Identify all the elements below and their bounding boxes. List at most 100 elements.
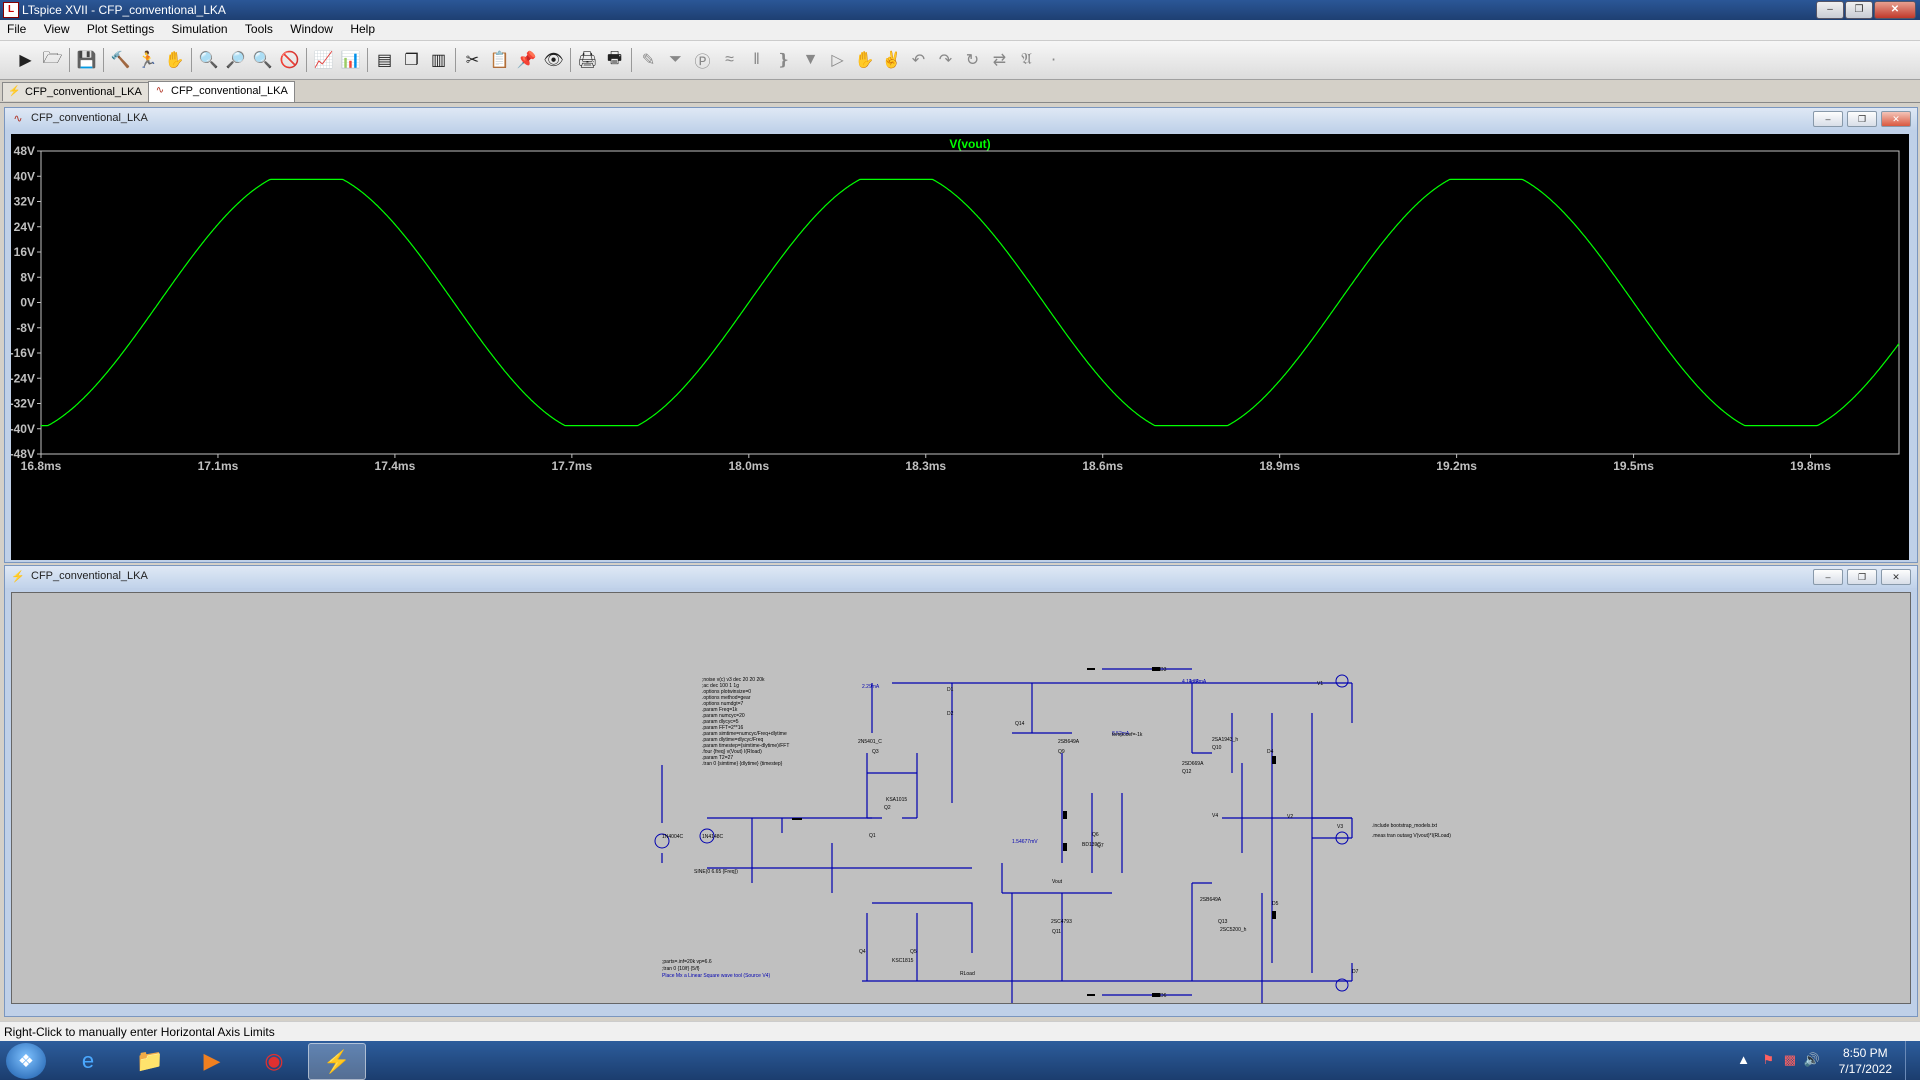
action-center-flag-icon[interactable]: ⚑ [1762,1052,1774,1067]
undo-icon[interactable]: ↶ [911,52,926,69]
maximize-button[interactable]: ❐ [1847,111,1877,127]
component-label: D4 [1267,749,1274,755]
menu-tools[interactable]: Tools [244,22,273,36]
schematic-window-title-bar: ⚡ CFP_conventional_LKA – ❐ ✕ [5,566,1917,588]
text-icon[interactable]: 𝔄 [1021,51,1032,68]
menu-view[interactable]: View [43,22,70,36]
tray-expand-icon[interactable]: ▲ [1737,1052,1750,1067]
copy-icon[interactable]: 📋 [489,52,510,69]
y-tick-label: 16V [14,245,35,259]
voltage-source-v2 [1335,674,1349,688]
x-tick-label: 19.8ms [1790,459,1831,473]
windows-start-icon[interactable]: ❖ [6,1043,46,1079]
y-tick-label: 40V [14,169,35,183]
open-folder-icon[interactable]: 🗁 [42,49,63,67]
ltspice-icon[interactable]: L [3,2,19,18]
diode-icon[interactable]: ▼ [802,51,819,68]
zoom-in-icon[interactable]: 🔍 [198,52,219,69]
taskbar-clock[interactable]: 8:50 PM 7/17/2022 [1839,1045,1892,1077]
chrome-icon[interactable]: ◉ [264,1047,284,1073]
print-icon[interactable]: 🖨 [577,52,598,69]
spice-directive: .param numcyc=20 [702,713,745,719]
ground-icon[interactable]: ⏷ [669,51,682,68]
volume-icon[interactable]: 🔊 [1803,1052,1820,1067]
autorange-icon[interactable]: 📈 [313,52,334,69]
restore-button[interactable]: ❐ [1845,1,1873,19]
clock-time: 8:50 PM [1842,1046,1888,1060]
find-icon[interactable]: 👁 [543,52,564,69]
redo-icon[interactable]: ↷ [938,52,953,69]
component-label: tempcoef=-1k [1112,732,1143,738]
internet-explorer-icon[interactable]: e [81,1047,95,1073]
pan-hand-icon[interactable]: ✋ [164,52,185,69]
zoom-cancel-icon[interactable]: 🚫 [279,52,300,69]
component-label: Q11 [1052,929,1061,935]
tile-horizontal-icon[interactable]: ▤ [376,52,393,69]
input-wire [707,817,872,883]
close-button[interactable]: ✕ [1874,1,1916,19]
show-desktop-button[interactable] [1905,1041,1920,1080]
component-icon[interactable]: ▷ [831,52,844,69]
y-tick-label: -32V [11,397,35,411]
cascade-icon[interactable]: ❐ [404,52,419,69]
paste-icon[interactable]: 📌 [516,52,537,69]
y-tick-label: 0V [20,296,35,310]
tab-schematic[interactable]: ⚡ CFP_conventional_LKA [2,82,149,101]
mirror-icon[interactable]: ⇄ [992,52,1007,69]
component-label: 1N4004C [662,834,684,840]
menu-file[interactable]: File [7,22,27,36]
y-tick-label: -48V [11,447,35,461]
print-setup-icon[interactable]: 🖶 [606,49,623,67]
file-folder-icon[interactable]: 📁 [136,1047,164,1073]
component-label: Q13 [1218,919,1228,925]
tile-vertical-icon[interactable]: ▥ [430,52,447,69]
y-tick-label: 32V [14,195,35,209]
waveform-chart[interactable]: 48V40V32V24V16V8V0V-8V-16V-24V-32V-40V-4… [10,134,1909,560]
fit-icon[interactable]: 📊 [340,52,361,69]
tab-waveform[interactable]: ∿ CFP_conventional_LKA [148,81,295,102]
toolbar-separator [570,48,571,72]
toolbar-separator [306,48,307,72]
save-icon[interactable]: 💾 [76,52,97,69]
ltspice-taskbar-icon[interactable]: ⚡ [308,1043,366,1080]
new-schematic-icon[interactable]: ▶ [19,52,32,69]
menu-window[interactable]: Window [290,22,333,36]
wire-icon[interactable]: ✎ [641,52,656,69]
close-button[interactable]: ✕ [1881,569,1911,585]
control-panel-icon[interactable]: 🔨 [110,52,131,69]
x-tick-label: 17.7ms [552,459,593,473]
component-label: V3 [1337,824,1343,830]
drag-hand-icon[interactable]: ✌ [881,52,902,69]
zoom-area-icon[interactable]: 🔎 [225,52,246,69]
label-net-icon[interactable]: Ⓟ [694,54,711,71]
move-hand-icon[interactable]: ✋ [854,52,875,69]
window-controls: – ❐ ✕ [1816,1,1916,19]
capacitor-icon[interactable]: ‖ [753,51,760,68]
minimize-button[interactable]: – [1813,111,1843,127]
component-label: Q12 [1182,769,1192,775]
menu-plot-settings[interactable]: Plot Settings [86,22,155,36]
minimize-button[interactable]: – [1816,1,1844,19]
cut-icon[interactable]: ✂ [465,52,480,69]
spice-directive: Place Mx a Linear Square wave tool (Sour… [662,973,770,979]
menu-simulation[interactable]: Simulation [171,22,228,36]
minimize-button[interactable]: – [1813,569,1843,585]
output-stage-wire [1191,683,1243,981]
network-icon[interactable]: ▩ [1783,1052,1796,1067]
schematic-canvas[interactable]: ;noise v(c) v3 dec 20 20 20k;ac dec 100 … [11,592,1911,1004]
spice-directive-icon[interactable]: ⋅ [1050,52,1057,69]
media-player-icon[interactable]: ▶ [203,1047,221,1073]
resistor-r19 [1063,843,1067,851]
rotate-icon[interactable]: ↻ [965,52,980,69]
circuit-schematic[interactable]: ;noise v(c) v3 dec 20 20 20k;ac dec 100 … [12,593,1910,1003]
menu-help[interactable]: Help [350,22,375,36]
resistor-icon[interactable]: ≈ [725,51,734,68]
zoom-out-icon[interactable]: 🔍 [252,52,273,69]
spice-directive: .param dlycyc=5 [702,719,739,725]
inductor-icon[interactable]: ❵ [776,52,791,69]
maximize-button[interactable]: ❐ [1847,569,1877,585]
run-icon[interactable]: 🏃 [137,52,158,69]
close-button[interactable]: ✕ [1881,111,1911,127]
diode-d6 [1152,993,1160,997]
